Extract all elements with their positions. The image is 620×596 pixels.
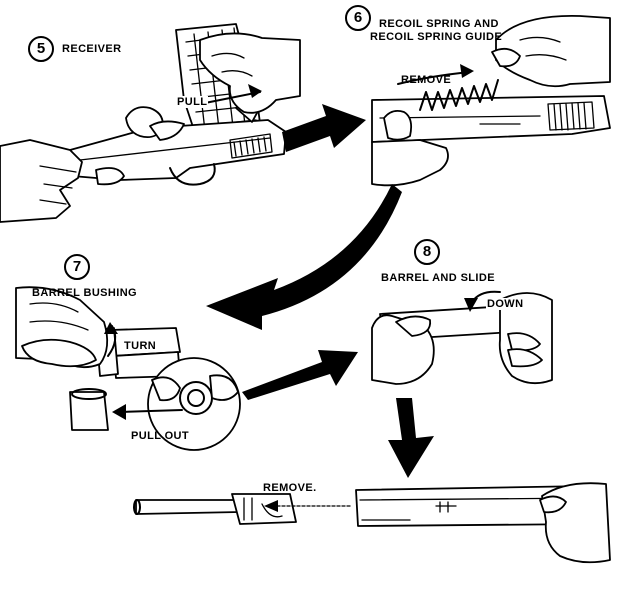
step-7-turn-label: TURN: [124, 340, 157, 352]
trigger-guard: [169, 163, 216, 186]
step-8-illustration: [371, 290, 553, 385]
step-6-label-line1: RECOIL SPRING AND: [379, 18, 499, 30]
step-5-pull-label: PULL: [176, 96, 209, 108]
barrel: [135, 499, 241, 515]
left-hand: [0, 139, 83, 223]
arrow-step8-to-final: [388, 398, 434, 478]
step-5-illustration: [0, 23, 301, 223]
step-6-illustration: [371, 14, 611, 187]
left-hand-slide: [371, 139, 449, 187]
arrow-step5-to-step6: [282, 104, 366, 152]
step-6-remove-label: REMOVE: [401, 74, 452, 86]
step-5-label: RECEIVER: [62, 43, 122, 55]
step-5-badge: 5: [28, 36, 54, 62]
step-7-illustration: [15, 286, 241, 451]
hand-final: [541, 482, 611, 564]
step-8-down-label: DOWN: [486, 298, 525, 310]
step-8-label: BARREL AND SLIDE: [381, 272, 495, 284]
recoil-spring: [419, 79, 499, 111]
arrow-step7-to-step8: [242, 350, 358, 400]
step-6-badge: 6: [345, 5, 371, 31]
removed-bushing: [69, 391, 109, 431]
step-8-badge: 8: [414, 239, 440, 265]
step-7-label: BARREL BUSHING: [32, 287, 138, 299]
barrel-removal-illustration: [133, 482, 611, 564]
step-7-badge: 7: [64, 254, 90, 280]
barrel-remove-label: REMOVE.: [263, 482, 317, 494]
step-7-pull-out-label: PULL OUT: [131, 430, 189, 442]
receiver-frame: [69, 119, 287, 181]
arrow-step6-to-step7: [206, 184, 402, 330]
right-hand-spring: [495, 14, 611, 88]
step-6-label-line2: RECOIL SPRING GUIDE: [370, 31, 503, 43]
